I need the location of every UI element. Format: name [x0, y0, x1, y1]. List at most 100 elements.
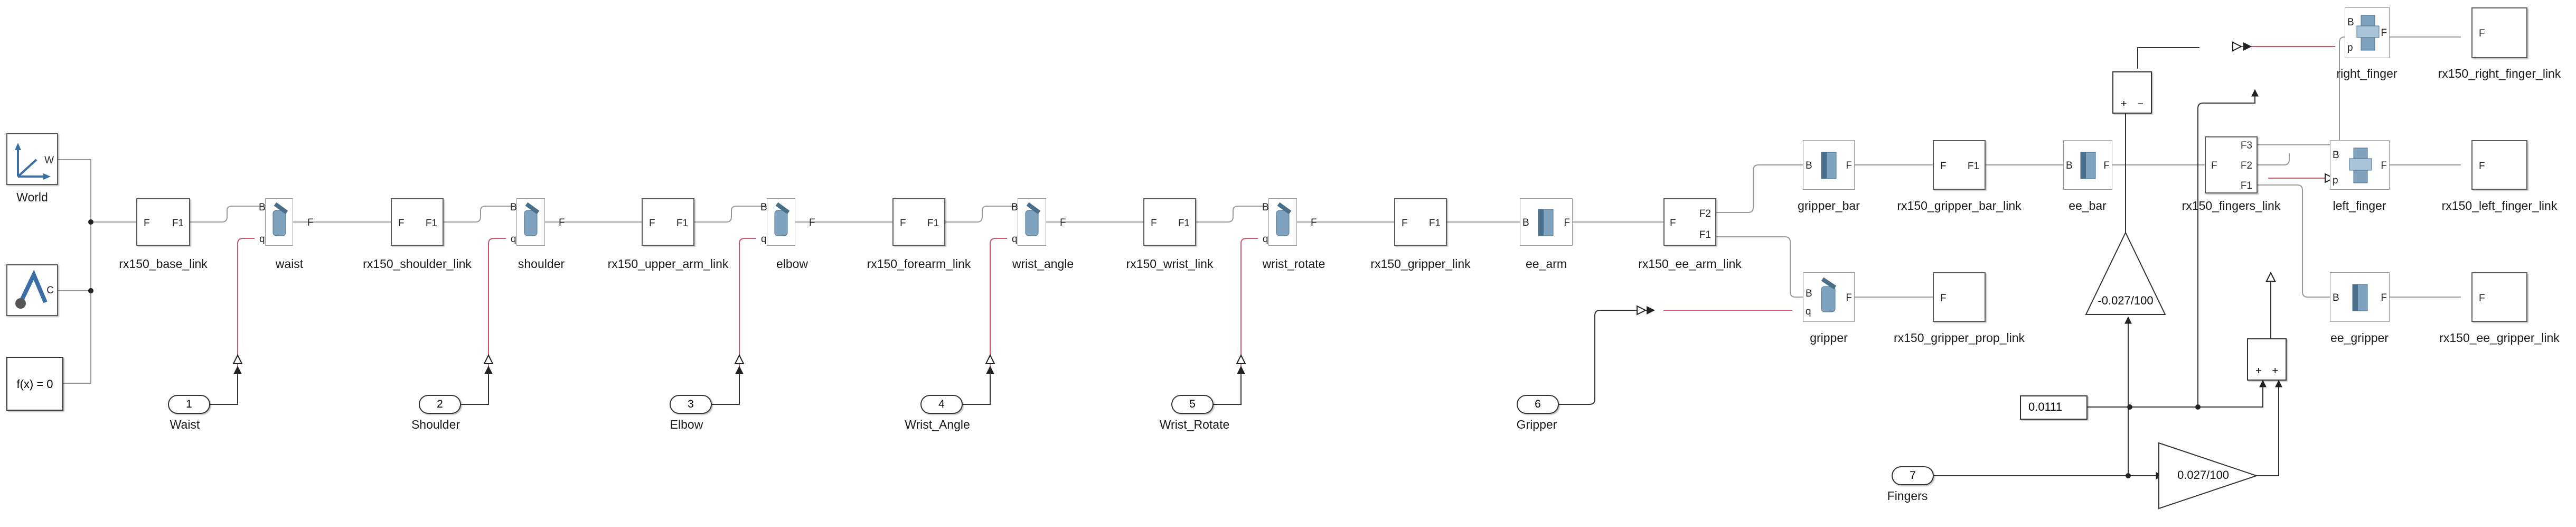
revolute-joint-wrist-angle[interactable] [1018, 198, 1046, 246]
prismatic-joint-left-finger[interactable]: B F p [2330, 140, 2390, 190]
rigid-transform-ee-arm[interactable]: B F [1520, 198, 1573, 246]
world-frame-block[interactable]: W [6, 133, 58, 185]
ee-arm-link-block[interactable]: F F2 F1 [1663, 198, 1716, 246]
port-b: B [1522, 217, 1529, 228]
inport-wrist-rotate[interactable]: 5 [1171, 395, 1214, 414]
port-f: F [1670, 218, 1676, 229]
ee-gripper-link-block[interactable]: F [2471, 272, 2527, 322]
port-p: p [2333, 175, 2338, 186]
inport-waist[interactable]: 1 [168, 395, 210, 414]
right-finger-link-block[interactable]: F [2471, 7, 2527, 58]
joint-port-b: B [1262, 202, 1269, 213]
ee-arm-link-label: rx150_ee_arm_link [1638, 257, 1742, 271]
ee-arm-label: ee_arm [1526, 257, 1567, 271]
port-f2: F2 [1699, 208, 1711, 219]
prismatic-joint-right-finger[interactable]: B F p [2345, 7, 2390, 58]
inport-fingers[interactable]: 7 [1892, 466, 1934, 485]
gain-pos-triangle[interactable] [2158, 442, 2259, 510]
link-label-wrist: rx150_wrist_link [1126, 257, 1214, 271]
gripper-bar-link-block[interactable]: F F1 [1933, 140, 1986, 190]
inport-label-elbow: Elbow [670, 418, 703, 431]
inport-label-shoulder: Shoulder [411, 418, 460, 431]
port-f: F [1940, 161, 1947, 172]
gain-neg-triangle[interactable] [2085, 231, 2166, 315]
port-f: F [2211, 160, 2217, 171]
ee-gripper-label: ee_gripper [2330, 331, 2389, 345]
constant-block[interactable]: 0.0111 [2020, 395, 2088, 420]
mechanism-config-block[interactable]: C [6, 264, 58, 316]
port-f: F [1846, 160, 1852, 171]
joint-label-elbow: elbow [776, 257, 808, 271]
inport-wrist-angle[interactable]: 4 [920, 395, 963, 414]
port-f: F [1846, 292, 1852, 303]
sum-sign-plus: + [2272, 365, 2278, 377]
config-icon [15, 270, 48, 309]
joint-port-f: F [1060, 217, 1066, 228]
rigid-transform-gripper-bar[interactable]: B F [1803, 140, 1855, 190]
world-axes-icon [15, 143, 51, 180]
revolute-joint-elbow[interactable] [767, 198, 795, 246]
solver-config-block[interactable]: f(x) = 0 [6, 357, 63, 411]
rigid-transform-ee-gripper[interactable]: B F [2330, 272, 2390, 322]
revolute-joint-wrist-rotate[interactable] [1268, 198, 1297, 246]
revolute-joint-gripper[interactable]: B F q [1803, 272, 1855, 322]
port-f1: F1 [1178, 218, 1190, 229]
rigid-transform-icon [2352, 284, 2368, 311]
rigid-transform-icon [2080, 152, 2096, 179]
port-f: F [1402, 218, 1408, 229]
sum-block-top[interactable]: + − [2112, 71, 2152, 114]
rigid-transform-icon [1821, 152, 1837, 179]
port-f1: F1 [172, 218, 184, 229]
link-label-upper-arm: rx150_upper_arm_link [607, 257, 729, 271]
joint-port-f: F [1311, 217, 1317, 228]
joint-label-wrist-angle: wrist_angle [1012, 257, 1074, 271]
link-label-base: rx150_base_link [119, 257, 208, 271]
inport-elbow[interactable]: 3 [670, 395, 712, 414]
rigid-transform-ee-bar[interactable]: B F [2063, 140, 2112, 190]
right-finger-label: right_finger [2336, 67, 2398, 80]
gripper-bar-link-label: rx150_gripper_bar_link [1897, 199, 2022, 212]
joint-port-q: q [511, 234, 516, 245]
left-finger-link-block[interactable]: F [2471, 140, 2527, 190]
inport-shoulder[interactable]: 2 [419, 395, 461, 414]
prismatic-joint-icon [2356, 15, 2380, 51]
port-f: F [2381, 160, 2387, 171]
gripper-joint-label: gripper [1810, 331, 1848, 345]
link-block-forearm[interactable]: F F1 [892, 198, 945, 246]
port-f: F [2479, 293, 2485, 304]
port-f: F [398, 218, 405, 229]
revolute-joint-icon [1025, 202, 1041, 236]
link-label-shoulder: rx150_shoulder_link [363, 257, 472, 271]
port-b: B [2066, 160, 2073, 171]
sum-block-bottom[interactable]: + + [2247, 338, 2287, 381]
fingers-link-block[interactable]: F F3 F2 F1 [2205, 136, 2258, 193]
prismatic-joint-icon [2349, 147, 2372, 183]
joint-port-f: F [559, 217, 565, 228]
port-f1: F1 [676, 218, 688, 229]
port-f: F [2479, 161, 2485, 172]
gripper-prop-link-block[interactable]: F [1933, 272, 1986, 322]
link-block-base[interactable]: F F1 [136, 198, 190, 246]
link-block-wrist[interactable]: F F1 [1143, 198, 1196, 246]
link-block-gripper[interactable]: F F1 [1394, 198, 1447, 246]
revolute-joint-waist[interactable] [265, 198, 293, 246]
joint-port-q: q [259, 234, 265, 245]
gain-pos-value: 0.027/100 [2177, 468, 2229, 482]
sum-sign-minus: − [2137, 98, 2143, 110]
joint-label-waist: waist [275, 257, 304, 271]
port-f1: F1 [425, 218, 437, 229]
fingers-link-label: rx150_fingers_link [2182, 199, 2281, 212]
left-finger-label: left_finger [2333, 199, 2386, 212]
link-block-shoulder[interactable]: F F1 [391, 198, 444, 246]
link-block-upper-arm[interactable]: F F1 [642, 198, 694, 246]
revolute-joint-shoulder[interactable] [516, 198, 545, 246]
port-f: F [900, 218, 906, 229]
port-b: B [1806, 288, 1812, 299]
rigid-transform-icon [1538, 209, 1554, 236]
ee-gripper-link-label: rx150_ee_gripper_link [2439, 331, 2560, 345]
revolute-joint-icon [1821, 277, 1837, 312]
joint-port-b: B [259, 202, 266, 213]
inport-gripper[interactable]: 6 [1517, 395, 1559, 414]
